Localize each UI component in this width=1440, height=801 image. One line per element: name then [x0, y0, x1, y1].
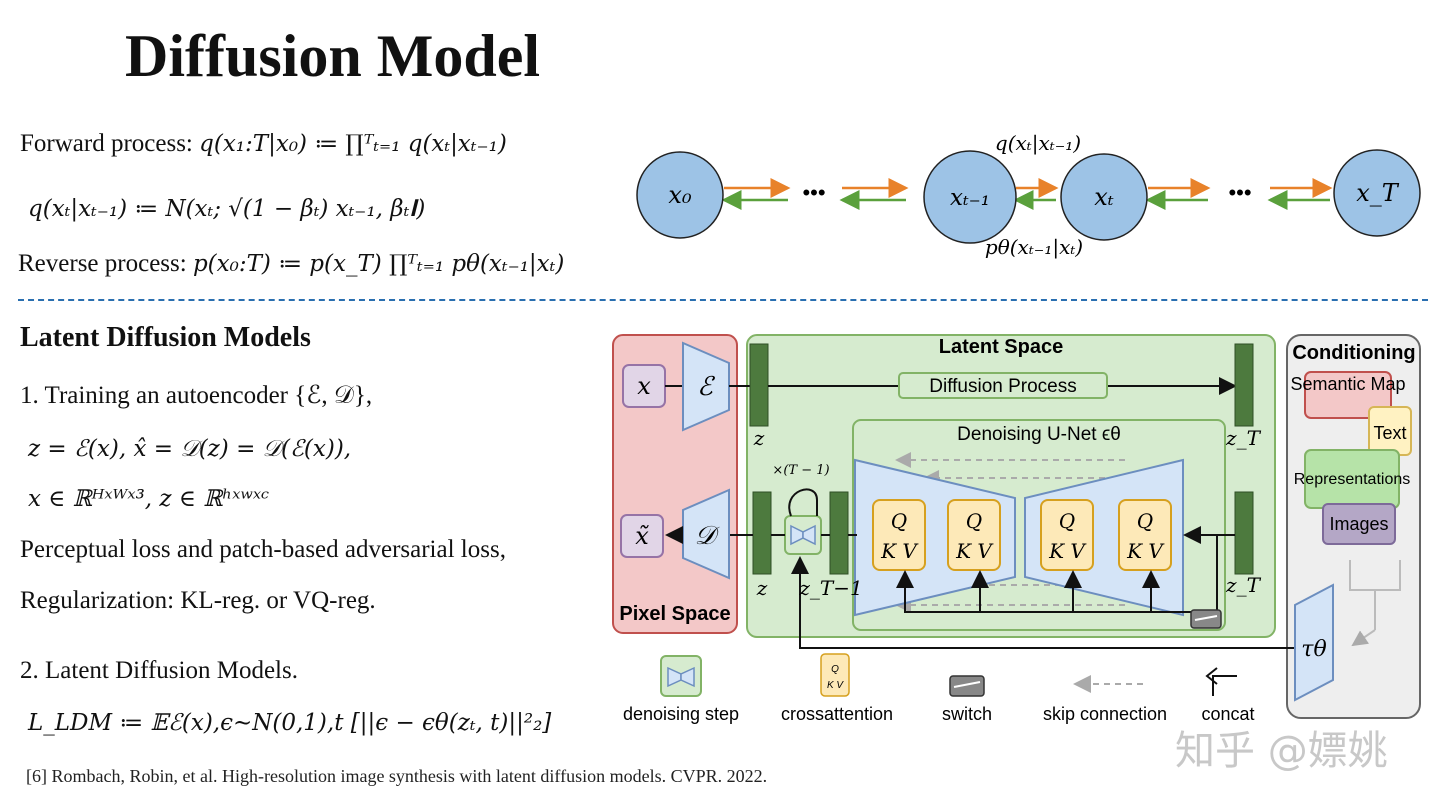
node-x0-label: x₀: [668, 181, 692, 209]
latent-z-label-bottom: z: [756, 576, 768, 600]
legend-kv: K V: [827, 680, 844, 691]
transition-formula: q(xₜ|xₜ₋₁) ≔ N(xₜ; √(1 − βₜ) xₜ₋₁, βₜ𝐈): [28, 196, 426, 222]
latent-zT-bar-top: [1234, 343, 1254, 427]
conditioning-arrows: [791, 526, 1305, 649]
legend-denoising-label: denoising step: [623, 704, 739, 724]
node-xt-minus-1-label: xₜ₋₁: [950, 185, 990, 211]
qkv-1-kv: K V: [880, 539, 919, 563]
forward-label: Forward process:: [20, 130, 193, 157]
step1-eq2: x ∈ ℝᴴˣᵂˣ³, z ∈ ℝʰˣʷˣᶜ: [28, 486, 270, 512]
section-divider: [18, 299, 1428, 301]
step1-eq1: z = ℰ(x), x̂ = 𝒟(z) = 𝒟(ℰ(x)),: [28, 436, 352, 462]
node-xt: [1060, 153, 1148, 241]
reverse-process-line: Reverse process: p(x₀:T) ≔ p(x_T) ∏ᵀₜ₌₁ …: [18, 250, 564, 278]
cond-semantic-map-label: Semantic Map: [1290, 374, 1405, 394]
tau-encoder-block: [1294, 583, 1334, 702]
latent-space-label: Latent Space: [939, 336, 1063, 358]
loss-text: Perceptual loss and patch-based adversar…: [20, 536, 506, 563]
ldm-architecture-diagram: Pixel Space Latent Space Conditioning x …: [612, 334, 1421, 719]
qkv-2-q: Q: [966, 509, 982, 533]
cond-text-label: Text: [1373, 423, 1406, 443]
reverse-formula: p(x₀:T) ≔ p(x_T) ∏ᵀₜ₌₁ pθ(xₜ₋₁|xₜ): [192, 251, 565, 277]
tau-label: τθ: [1301, 637, 1326, 662]
legend-concat-label: concat: [1201, 704, 1254, 724]
output-x-tilde-box: [620, 514, 664, 558]
pixel-space-label: Pixel Space: [619, 603, 730, 625]
reverse-label: Reverse process:: [18, 250, 187, 277]
qkv-1-q: Q: [891, 509, 907, 533]
node-xT-label: x_T: [1356, 179, 1400, 207]
qkv-3-q: Q: [1059, 509, 1075, 533]
legend-q: Q: [831, 664, 839, 675]
step1-text: 1. Training an autoencoder {ℰ, 𝒟},: [20, 382, 373, 409]
latent-zT-label-bottom: z_T: [1225, 573, 1262, 597]
encoder-label: ℰ: [697, 372, 715, 402]
regularization-text: Regularization: KL-reg. or VQ-reg.: [20, 587, 376, 614]
legend: denoising step Q K V crossattention swit…: [623, 653, 1255, 724]
cond-representations-label: Representations: [1294, 471, 1411, 488]
conditioning-label: Conditioning: [1292, 342, 1415, 364]
encoder-block: [682, 341, 730, 432]
cond-images: [1322, 503, 1396, 545]
node-xT: [1333, 149, 1421, 237]
node-x0: [636, 151, 724, 239]
latent-z-label: z: [753, 426, 765, 450]
watermark: 知乎 @嫖姚: [1175, 728, 1388, 774]
node-xt-label: xₜ: [1094, 183, 1114, 211]
repeat-loop-arrow: [788, 488, 818, 517]
legend-switch-icon: [949, 675, 985, 697]
cond-semantic-map: [1304, 371, 1392, 419]
legend-skip-label: skip connection: [1043, 704, 1167, 724]
chain-nodes: [636, 149, 1421, 244]
latent-zT-minus-1-bar: [829, 491, 849, 575]
qkv-2-kv: K V: [955, 539, 994, 563]
forward-process-line: Forward process: q(x₁:T|x₀) ≔ ∏ᵀₜ₌₁ q(xₜ…: [20, 130, 507, 158]
decoder-block: [682, 488, 730, 580]
skip-connections: [895, 452, 1125, 613]
qkv-3-kv: K V: [1048, 539, 1087, 563]
markov-chain-diagram: x₀ xₜ₋₁ xₜ x_T ••• ••• q(xₜ|xₜ₋₁) pθ(xₜ₋…: [636, 131, 1421, 260]
legend-switch-label: switch: [942, 704, 992, 724]
legend-crossattention-label: crossattention: [781, 704, 893, 724]
legend-concat-icon: [1212, 675, 1237, 696]
reverse-edge-label: pθ(xₜ₋₁|xₜ): [985, 235, 1083, 260]
ellipsis-right: •••: [1228, 180, 1251, 205]
node-xt-minus-1: [923, 150, 1017, 244]
latent-zT-minus-1-label: z_T−1: [798, 576, 862, 600]
crossattention-blocks: [872, 499, 1172, 571]
cond-images-label: Images: [1329, 514, 1388, 534]
latent-zT-bar-bottom: [1234, 491, 1254, 575]
forward-edge-label: q(xₜ|xₜ₋₁): [995, 131, 1081, 156]
qkv-4-q: Q: [1137, 509, 1153, 533]
latent-z-bar-bottom: [752, 491, 772, 575]
output-x-tilde-label: x̃: [635, 522, 649, 550]
diffusion-process-label: Diffusion Process: [929, 376, 1077, 397]
latent-zT-label-top: z_T: [1225, 426, 1262, 450]
repeat-label: ×(T − 1): [772, 463, 829, 478]
unet-label: Denoising U-Net ϵθ: [957, 424, 1121, 445]
slide-title: Diffusion Model: [125, 23, 541, 89]
ellipsis-left: •••: [802, 180, 825, 205]
latent-z-bar: [749, 343, 769, 427]
ldm-section-title: Latent Diffusion Models: [20, 322, 311, 353]
reference-citation: [6] Rombach, Robin, et al. High-resoluti…: [26, 766, 768, 786]
forward-formula: q(x₁:T|x₀) ≔ ∏ᵀₜ₌₁ q(xₜ|xₜ₋₁): [199, 131, 507, 157]
qkv-4-kv: K V: [1126, 539, 1165, 563]
diffusion-process-box: [898, 372, 1108, 399]
step2-text: 2. Latent Diffusion Models.: [20, 657, 298, 684]
ldm-loss-formula: L_LDM ≔ 𝔼ℰ(x),ϵ∼N(0,1),t [||ϵ − ϵθ(zₜ, t…: [28, 710, 552, 736]
input-x-label: x: [637, 372, 651, 400]
conditioning-merge-lines: [1349, 560, 1401, 647]
legend-crossattention-icon: [820, 653, 850, 697]
